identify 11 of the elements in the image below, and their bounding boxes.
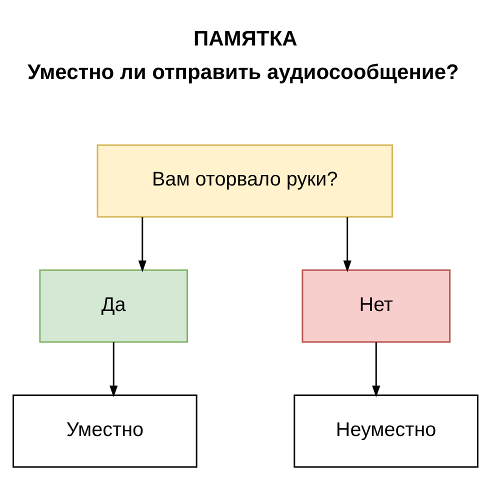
node-box: Уместно (12, 394, 198, 468)
node-box: Вам оторвало руки? (96, 144, 393, 218)
arrow (343, 216, 352, 272)
arrow (372, 342, 380, 397)
node-box: Неуместно (294, 394, 478, 468)
node-box: Да (39, 268, 188, 342)
arrow (110, 342, 118, 397)
node-box: Нет (302, 268, 451, 342)
diagram-title: ПАМЯТКА (193, 27, 298, 50)
label: Уместно ли отправить аудиосообщение? (28, 60, 459, 84)
arrow (138, 216, 146, 272)
